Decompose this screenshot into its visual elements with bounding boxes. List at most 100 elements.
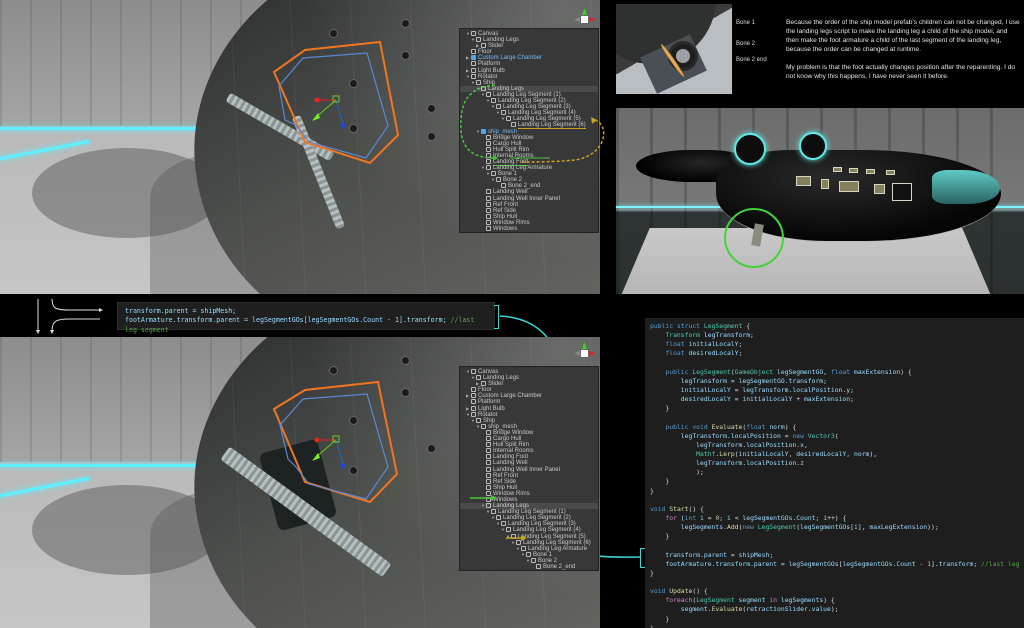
hierarchy-item[interactable]: Cargo Hull: [460, 436, 598, 442]
hierarchy-item[interactable]: ▼Canvas: [460, 31, 598, 37]
hierarchy-item[interactable]: Window Rims: [460, 490, 598, 497]
hierarchy-item[interactable]: ▼Landing Leg Segment (4): [460, 110, 598, 116]
hierarchy-item[interactable]: Windows: [460, 226, 598, 232]
expand-down-icon[interactable]: ▼: [466, 369, 470, 374]
hierarchy-item[interactable]: ▼Rotator: [460, 73, 598, 80]
hierarchy-item[interactable]: EventSystem: [460, 232, 598, 233]
hierarchy-item[interactable]: ▶Custom Large Chamber: [460, 55, 598, 61]
expand-down-icon[interactable]: ▼: [496, 110, 500, 116]
expand-down-icon[interactable]: ▼: [466, 73, 470, 79]
hierarchy-item[interactable]: ▶Light Bulb: [460, 405, 598, 412]
hierarchy-item[interactable]: ▼Landing Leg Segment (4): [460, 527, 598, 533]
hierarchy-item[interactable]: ▶Light Bulb: [460, 67, 598, 74]
hierarchy-item[interactable]: ▼Bone 1: [460, 551, 598, 558]
hierarchy-item[interactable]: Floor: [460, 387, 598, 393]
hierarchy-item[interactable]: ▼Bone 1: [460, 171, 598, 177]
hierarchy-item[interactable]: Landing Well Inner Panel: [460, 466, 598, 473]
expand-right-icon[interactable]: ▶: [476, 43, 480, 49]
hierarchy-item[interactable]: Landing Well: [460, 460, 598, 466]
view-orientation-gizmo[interactable]: [572, 340, 598, 366]
hierarchy-item[interactable]: Landing Foot: [460, 454, 598, 460]
expand-down-icon[interactable]: ▼: [481, 91, 485, 97]
hierarchy-item[interactable]: ▼ship_mesh: [460, 128, 598, 135]
expand-down-icon[interactable]: ▼: [476, 423, 480, 429]
hierarchy-item[interactable]: Hull Split Rim: [460, 146, 598, 153]
hierarchy-item[interactable]: ▼Landing Legs: [460, 503, 598, 510]
hierarchy-item[interactable]: Internal Rooms: [460, 152, 598, 159]
hierarchy-item[interactable]: Cargo Hull: [460, 140, 598, 147]
expand-right-icon[interactable]: ▶: [466, 405, 470, 411]
expand-right-icon[interactable]: ▶: [466, 67, 470, 73]
code-editor[interactable]: public struct LegSegment { Transform leg…: [645, 318, 1024, 628]
hierarchy-item[interactable]: Window Rims: [460, 219, 598, 226]
hierarchy-item[interactable]: Landing Well: [460, 189, 598, 195]
hierarchy-item[interactable]: Platform: [460, 61, 598, 67]
expand-right-icon[interactable]: ▶: [466, 393, 470, 399]
hierarchy-item[interactable]: ▼Bone 2: [460, 557, 598, 564]
expand-down-icon[interactable]: ▼: [501, 527, 505, 533]
hierarchy-item[interactable]: ▼Landing Leg Segment (3): [460, 104, 598, 110]
expand-down-icon[interactable]: ▼: [471, 375, 475, 381]
hierarchy-item[interactable]: Ship Hull: [460, 484, 598, 491]
hierarchy-item[interactable]: Hull Split Rim: [460, 442, 598, 448]
expand-down-icon[interactable]: ▼: [491, 104, 495, 110]
hierarchy-item[interactable]: Ref Front: [460, 201, 598, 208]
expand-down-icon[interactable]: ▼: [476, 85, 480, 91]
expand-down-icon[interactable]: ▼: [486, 171, 490, 177]
view-orientation-gizmo[interactable]: [572, 6, 598, 32]
expand-down-icon[interactable]: ▼: [486, 98, 490, 104]
hierarchy-item[interactable]: ▶Slider: [460, 43, 598, 49]
expand-down-icon[interactable]: ▼: [521, 551, 525, 557]
hierarchy-item[interactable]: Landing Leg Segment (6): [460, 122, 598, 130]
hierarchy-item[interactable]: ▼Landing Leg Segment (1): [460, 509, 598, 515]
hierarchy-item[interactable]: ▼Landing Leg Segment (5): [460, 116, 598, 122]
hierarchy-item[interactable]: ▼Landing Leg Segment (1): [460, 91, 598, 98]
hierarchy-item[interactable]: ▼Landing Leg Segment (2): [460, 98, 598, 104]
hierarchy-item[interactable]: Bone 2_end: [460, 564, 598, 570]
hierarchy-item[interactable]: ▼Landing Leg Armature: [460, 165, 598, 171]
hierarchy-item[interactable]: ▼Landing Legs: [460, 375, 598, 381]
hierarchy-item[interactable]: Floor: [460, 49, 598, 55]
hierarchy-item[interactable]: Bridge Window: [460, 134, 598, 141]
hierarchy-item[interactable]: ▼Landing Legs: [460, 85, 598, 92]
expand-down-icon[interactable]: ▼: [471, 79, 475, 85]
expand-down-icon[interactable]: ▼: [496, 521, 500, 527]
expand-down-icon[interactable]: ▼: [491, 515, 495, 521]
expand-down-icon[interactable]: ▼: [466, 411, 470, 417]
hierarchy-item[interactable]: EventSystem: [460, 570, 598, 571]
hierarchy-item[interactable]: Landing Foot: [460, 158, 598, 166]
expand-down-icon[interactable]: ▼: [476, 128, 480, 134]
expand-down-icon[interactable]: ▼: [491, 177, 495, 183]
expand-down-icon[interactable]: ▼: [486, 509, 490, 515]
hierarchy-item[interactable]: Platform: [460, 399, 598, 405]
hierarchy-item[interactable]: Bridge Window: [460, 429, 598, 436]
hierarchy-item[interactable]: ▼Landing Leg Armature: [460, 545, 598, 552]
hierarchy-item[interactable]: Internal Rooms: [460, 448, 598, 454]
expand-down-icon[interactable]: ▼: [481, 503, 485, 509]
expand-down-icon[interactable]: ▼: [506, 533, 510, 539]
expand-down-icon[interactable]: ▼: [501, 116, 505, 122]
expand-down-icon[interactable]: ▼: [526, 557, 530, 563]
hierarchy-item[interactable]: ▼Ship: [460, 417, 598, 424]
hierarchy-item[interactable]: ▼Canvas: [460, 369, 598, 375]
hierarchy-item[interactable]: ▼Landing Leg Segment (6): [460, 539, 598, 546]
expand-down-icon[interactable]: ▼: [516, 545, 520, 551]
hierarchy-item[interactable]: ▼Ship: [460, 79, 598, 86]
hierarchy-item[interactable]: Ref Side: [460, 478, 598, 485]
expand-right-icon[interactable]: ▶: [476, 381, 480, 387]
hierarchy-item[interactable]: Ref Side: [460, 207, 598, 214]
hierarchy-item[interactable]: ▶Custom Large Chamber: [460, 393, 598, 399]
selection-gizmo[interactable]: [0, 337, 460, 628]
expand-right-icon[interactable]: ▶: [466, 55, 470, 61]
hierarchy-item[interactable]: Bone 2_end: [460, 183, 598, 189]
hierarchy-item[interactable]: ▼Bone 2: [460, 177, 598, 183]
hierarchy-item[interactable]: Ref Front: [460, 472, 598, 479]
hierarchy-item[interactable]: Ship Hull: [460, 213, 598, 220]
hierarchy-item[interactable]: ▼ship_mesh: [460, 423, 598, 430]
hierarchy-item[interactable]: ▶Slider: [460, 381, 598, 387]
expand-down-icon[interactable]: ▼: [466, 31, 470, 36]
selection-gizmo[interactable]: [0, 0, 460, 294]
hierarchy-item[interactable]: ▼Landing Leg Segment (3): [460, 521, 598, 527]
